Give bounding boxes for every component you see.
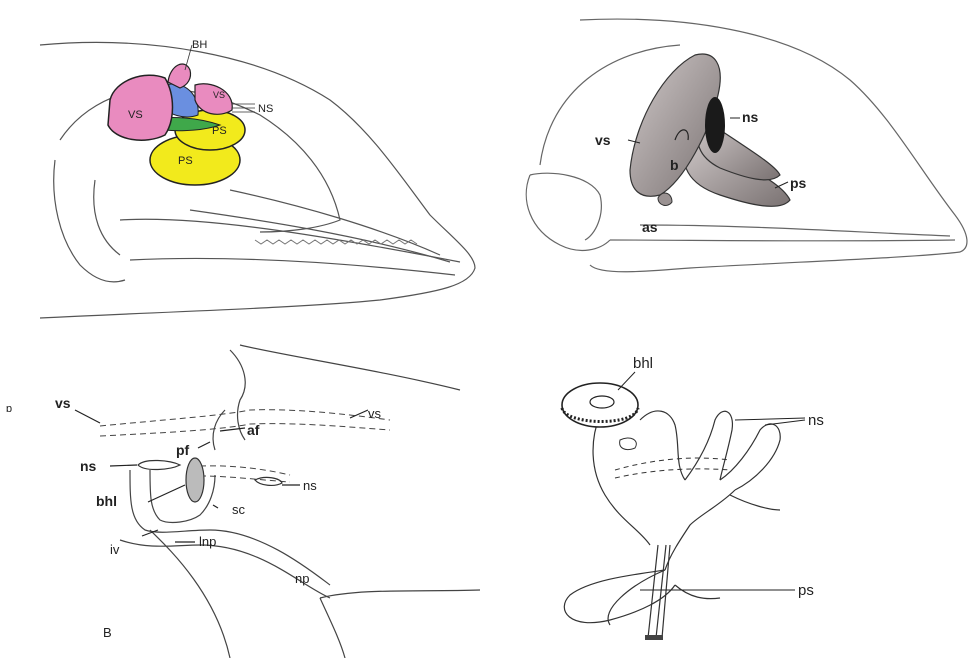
label-bhl: bhl (96, 493, 117, 509)
label-ns: ns (808, 412, 824, 429)
tooth-row (255, 240, 417, 244)
label-ps-lower: PS (178, 155, 193, 167)
label-ns-left: ns (80, 458, 97, 474)
as-sac (658, 193, 672, 205)
nasal-sac-dark (705, 97, 725, 153)
section-outline (120, 345, 480, 658)
head-outline (40, 42, 475, 318)
label-ps-upper: PS (212, 125, 227, 137)
dashed-lines (615, 458, 730, 478)
cross-section-diagram: ɒ vs vs af pf ns ns bhl sc iv lnp np B (0, 330, 490, 658)
label-vs-small: VS (213, 90, 225, 100)
label-ns: NS (258, 103, 273, 115)
dashed-sac-lines (100, 410, 390, 482)
label-bh: BH (192, 39, 207, 51)
ns-tube (138, 460, 180, 469)
ns-pointer-a (735, 418, 805, 420)
sac-outline (564, 411, 780, 625)
dolphin-head-colored-diagram: BH VS VS NS PS PS (0, 0, 490, 330)
ps-tubes (648, 545, 670, 638)
label-b: b (670, 157, 679, 173)
label-pf: pf (176, 442, 190, 458)
label-af: af (247, 422, 260, 438)
blowhole-ligament (186, 458, 204, 502)
label-lnp: lnp (199, 534, 216, 549)
blowhole-ligament (562, 383, 638, 427)
pointer-arrows (75, 410, 368, 542)
label-as: as (642, 219, 658, 235)
label-ns: ns (742, 109, 759, 125)
left-lobe-detail (620, 438, 637, 450)
dolphin-head-shaded-diagram: vs b ns ps as (490, 0, 974, 320)
label-vs-left: vs (55, 395, 71, 411)
label-bhl: bhl (633, 355, 653, 372)
bh-pointer-line (185, 45, 192, 70)
ns-pointer-b (765, 420, 805, 425)
label-ps: ps (790, 175, 807, 191)
label-np: np (295, 571, 309, 586)
label-ps: ps (798, 582, 814, 599)
label-iv: iv (110, 542, 120, 557)
label-vs: vs (595, 132, 611, 148)
vestibular-sac (108, 75, 173, 140)
panel-letter-b: B (103, 625, 112, 640)
label-vs: VS (128, 109, 143, 121)
side-mark: ɒ (6, 403, 12, 415)
label-sc: sc (232, 502, 246, 517)
bhl-pointer (618, 372, 635, 390)
ns-tube-right (255, 477, 282, 485)
tube-end (645, 635, 663, 640)
label-ns-right: ns (303, 478, 317, 493)
isolated-sac-system-diagram: bhl ns ps (490, 330, 974, 658)
label-vs-right: vs (368, 406, 382, 421)
head-outline (526, 19, 967, 272)
